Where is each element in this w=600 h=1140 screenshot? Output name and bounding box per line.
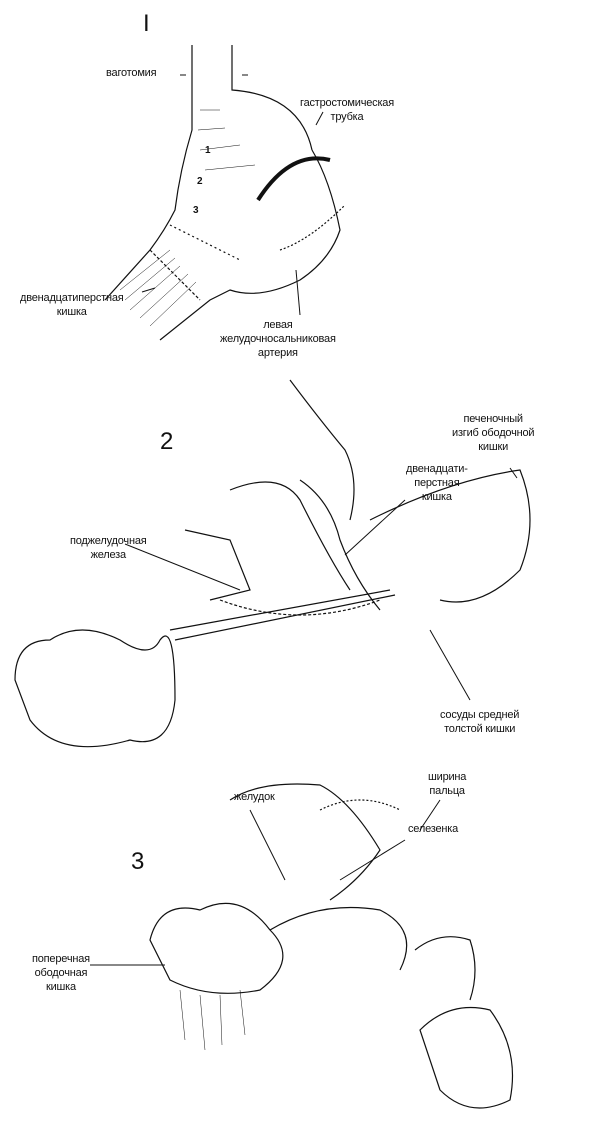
label-line: левая: [263, 319, 293, 331]
label-vagotomy: ваготомия: [106, 67, 157, 79]
label-stomach: желудок: [234, 791, 275, 803]
label-line: пальца: [429, 785, 465, 797]
label-line: трубка: [330, 111, 364, 123]
label-gastrostomy-tube: гастростомическая трубка: [300, 96, 394, 124]
label-line: ширина: [428, 771, 467, 783]
label-pancreas: поджелудочная железа: [70, 534, 147, 562]
label-middle-colic-vessels: сосуды средней толстой кишки: [440, 708, 519, 736]
label-duodenum-fig1: двенадцатиперстная кишка: [20, 291, 124, 319]
label-line: поперечная: [32, 953, 90, 965]
label-line: ободочная: [34, 967, 88, 979]
label-line: перстная: [414, 477, 460, 489]
label-line: кишка: [56, 306, 87, 318]
figure3-drawing: [90, 783, 513, 1109]
label-line: двенадцатиперстная: [20, 292, 124, 304]
marker-1: 1: [205, 145, 211, 156]
label-line: артерия: [257, 347, 298, 359]
figure3-number: 3: [131, 848, 145, 875]
label-left-gastroepiploic-artery: левая желудочносальниковая артерия: [220, 318, 336, 360]
figure2-drawing: [14, 379, 531, 748]
marker-3: 3: [193, 205, 199, 216]
label-line: толстой кишки: [444, 723, 516, 735]
label-finger-width: ширина пальца: [428, 770, 466, 798]
label-line: изгиб ободочной: [452, 427, 535, 439]
label-line: кишка: [421, 491, 452, 503]
label-line: двенадцати-: [406, 463, 468, 475]
label-line: гастростомическая: [300, 97, 394, 109]
label-hepatic-flexure: печеночный изгиб ободочной кишки: [452, 412, 535, 454]
figure1-number: I: [143, 10, 150, 37]
label-duodenum-fig2: двенадцати- перстная кишка: [406, 462, 468, 504]
figure2-number: 2: [160, 428, 174, 455]
label-line: кишки: [478, 441, 509, 453]
label-line: кишка: [45, 981, 76, 993]
marker-2: 2: [197, 176, 203, 187]
figure1-drawing: [104, 45, 346, 341]
label-line: поджелудочная: [70, 535, 147, 547]
label-line: желудочносальниковая: [220, 333, 336, 345]
label-transverse-colon: поперечная ободочная кишка: [32, 952, 90, 994]
label-line: железа: [90, 549, 127, 561]
label-spleen: селезенка: [408, 823, 459, 835]
label-line: печеночный: [463, 413, 523, 425]
label-line: сосуды средней: [440, 709, 520, 721]
